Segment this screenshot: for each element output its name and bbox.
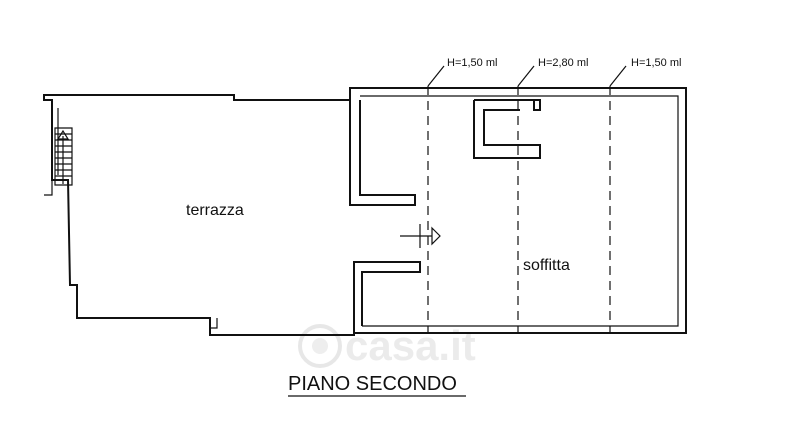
svg-text:casa.it: casa.it: [345, 322, 476, 369]
shaft: [473, 99, 541, 159]
room-label-attic: soffitta: [523, 257, 570, 274]
outer-wall: [43, 87, 687, 336]
height-label-right: H=1,50 ml: [631, 57, 681, 69]
room-label-terrace: terrazza: [186, 202, 244, 219]
inner-partition: [349, 100, 441, 333]
watermark-logo: casa.it: [298, 322, 476, 369]
plan-title: PIANO SECONDO: [288, 373, 457, 395]
stair: [54, 127, 73, 186]
height-lines: [427, 65, 627, 333]
height-label-middle: H=2,80 ml: [538, 57, 588, 69]
height-label-left: H=1,50 ml: [447, 57, 497, 69]
